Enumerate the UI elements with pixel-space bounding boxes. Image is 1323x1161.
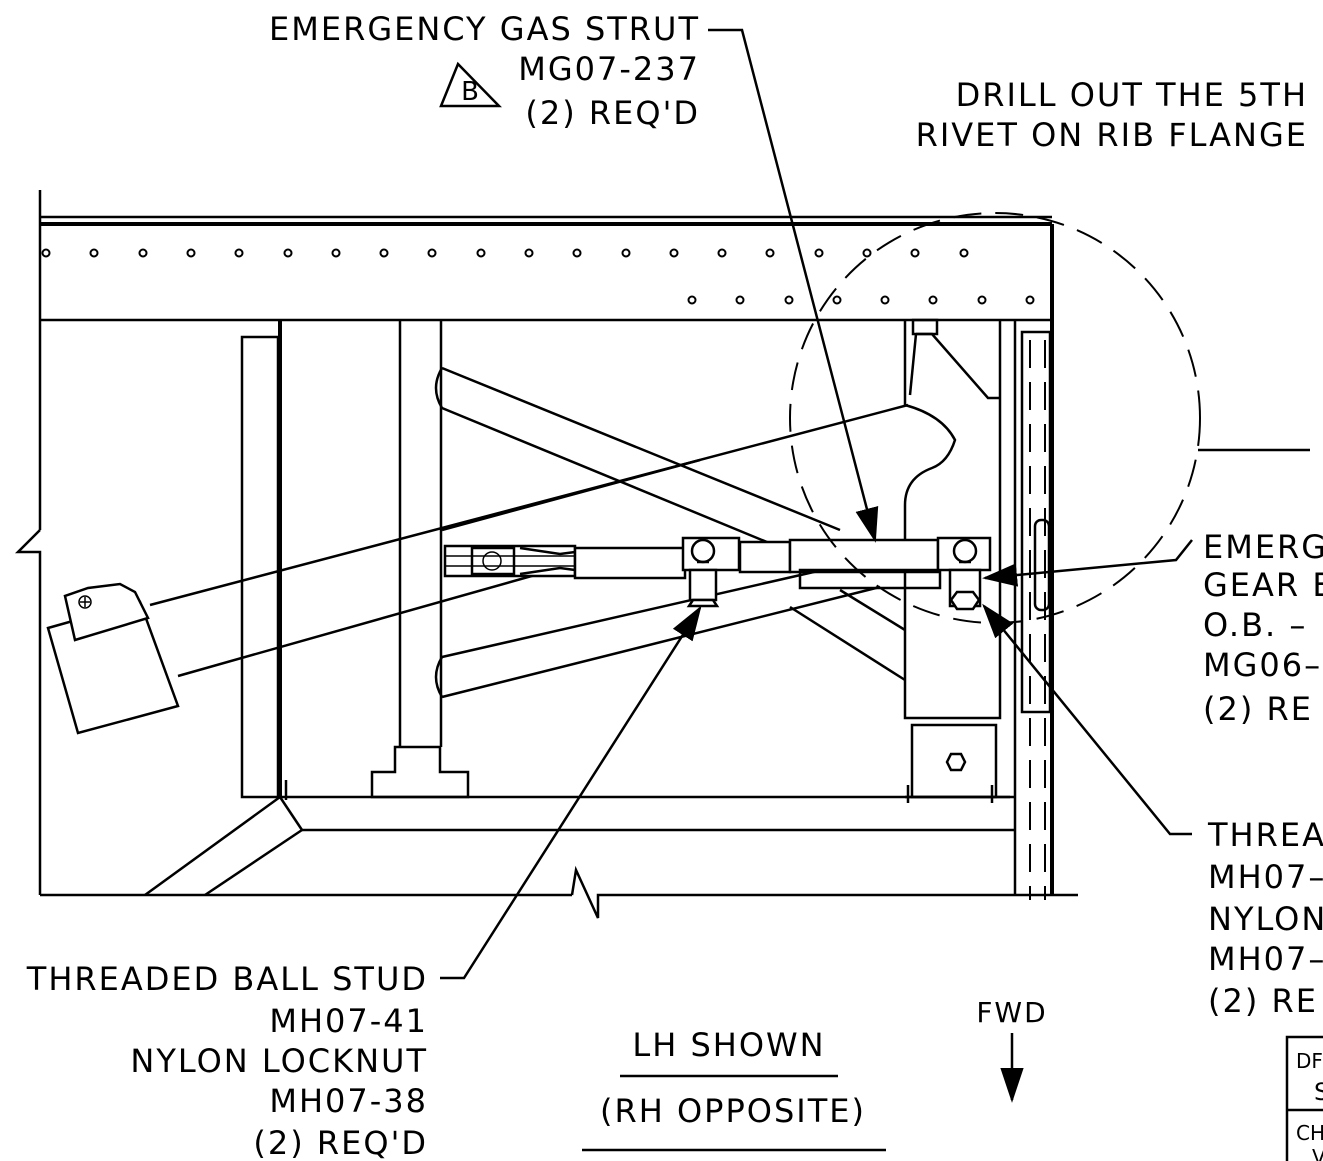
- gear-bracket-line4: MG06–: [1203, 646, 1322, 684]
- rivet: [862, 248, 872, 258]
- gas-strut-title: EMERGENCY GAS STRUT: [269, 10, 700, 48]
- rivet: [572, 248, 582, 258]
- rivet: [379, 248, 389, 258]
- ball-stud-left-title: THREADED BALL STUD: [26, 960, 428, 998]
- rivet: [621, 248, 631, 258]
- ball-stud-right-line2: MH07–: [1208, 858, 1323, 896]
- gas-strut: [443, 538, 942, 590]
- ball-stud-left-quantity: (2) REQ'D: [253, 1124, 428, 1161]
- left-ball-joint: [681, 536, 741, 608]
- rivet-row: [41, 248, 1035, 305]
- gas-strut-part-number: MG07-237: [518, 50, 700, 88]
- rib-flange: [1013, 320, 1052, 900]
- fwd-label: FWD: [976, 996, 1047, 1029]
- gear-bracket-line5: (2) RE: [1203, 690, 1313, 728]
- rivet: [814, 248, 824, 258]
- rivet: [687, 295, 697, 305]
- leader-gear-bracket: [982, 539, 1193, 587]
- view-note-line1: LH SHOWN: [632, 1026, 825, 1064]
- title-block: DF S CH V: [1285, 1035, 1323, 1161]
- leader-ball-stud-right: [982, 603, 1192, 836]
- view-note: LH SHOWN (RH OPPOSITE): [582, 1026, 886, 1152]
- rivet: [832, 295, 842, 305]
- revision-letter: B: [461, 77, 481, 107]
- ball-stud-right-line3: NYLON: [1208, 900, 1323, 938]
- rivet: [765, 248, 775, 258]
- nylon-locknut-title: NYLON LOCKNUT: [130, 1042, 428, 1080]
- right-ball-joint: [936, 536, 992, 611]
- ball-stud-right-line5: (2) RE: [1208, 982, 1318, 1020]
- rivet: [735, 295, 745, 305]
- vertical-post-left: [370, 320, 470, 799]
- ball-stud-right-callout: THREA MH07– NYLON MH07– (2) RE: [1207, 816, 1323, 1020]
- rivet: [331, 248, 341, 258]
- drill-note: DRILL OUT THE 5TH RIVET ON RIB FLANGE: [916, 76, 1308, 154]
- rivet: [669, 248, 679, 258]
- gear-bracket-line1: EMERG: [1203, 528, 1323, 566]
- rivet: [186, 248, 196, 258]
- title-block-cell1-line1: DF: [1296, 1049, 1323, 1073]
- rivet: [524, 248, 534, 258]
- nylon-locknut-part: MH07-38: [269, 1082, 428, 1120]
- leader-ball-stud-left: [440, 605, 702, 980]
- gear-bracket-line2: GEAR E: [1203, 566, 1323, 604]
- ball-stud-right-line1: THREA: [1207, 816, 1323, 854]
- leader-gas-strut: [708, 28, 879, 543]
- rivet: [959, 248, 969, 258]
- drill-note-line1: DRILL OUT THE 5TH: [956, 76, 1308, 114]
- view-note-line2: (RH OPPOSITE): [600, 1092, 866, 1130]
- left-frame: [14, 320, 1078, 919]
- rivet: [928, 295, 938, 305]
- rivet: [784, 295, 794, 305]
- actuator: [46, 582, 180, 735]
- rivet: [138, 248, 148, 258]
- rivet: [89, 248, 99, 258]
- ball-stud-right-line4: MH07–: [1208, 940, 1323, 978]
- gas-strut-callout: EMERGENCY GAS STRUT B MG07-237 (2) REQ'D: [269, 10, 700, 132]
- rivet: [717, 248, 727, 258]
- gear-bracket-callout: EMERG GEAR E O.B. – MG06– (2) RE: [1203, 528, 1323, 728]
- title-block-cell2-line1: CH: [1296, 1121, 1323, 1145]
- upper-spar: [38, 190, 1054, 895]
- title-block-cell2-line2: V: [1312, 1145, 1323, 1161]
- rivet: [1025, 295, 1035, 305]
- rivet: [234, 248, 244, 258]
- gear-bracket-line3: O.B. –: [1203, 606, 1307, 644]
- rivet: [283, 248, 293, 258]
- ball-stud-left-part: MH07-41: [269, 1002, 428, 1040]
- rivet: [427, 248, 437, 258]
- rivet: [41, 248, 51, 258]
- rivet: [977, 295, 987, 305]
- rivet: [910, 248, 920, 258]
- wheel-fork: [903, 318, 1010, 803]
- title-block-cell1-line2: S: [1314, 1078, 1323, 1106]
- rivet: [476, 248, 486, 258]
- rivet: [880, 295, 890, 305]
- revision-triangle-icon: [439, 61, 502, 108]
- diagonal-braces: [149, 366, 909, 699]
- ball-stud-left-callout: THREADED BALL STUD MH07-41 NYLON LOCKNUT…: [26, 960, 428, 1161]
- gas-strut-quantity: (2) REQ'D: [525, 94, 700, 132]
- drill-note-line2: RIVET ON RIB FLANGE: [916, 116, 1308, 154]
